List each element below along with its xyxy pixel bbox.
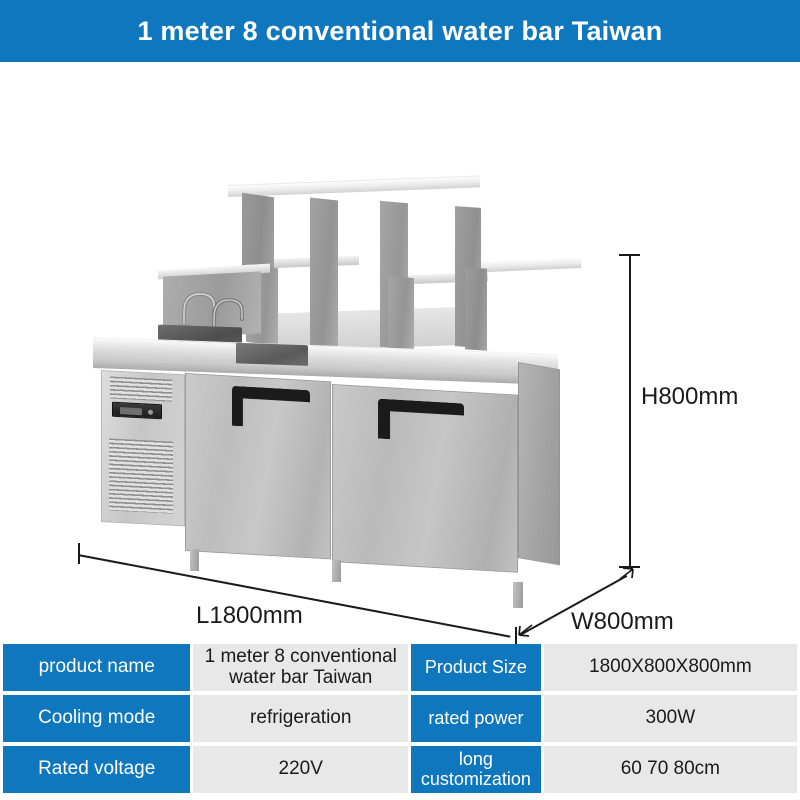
spec-value-long-customization: 60 70 80cm <box>543 746 797 793</box>
spec-label-cooling-mode: Cooling mode <box>3 695 191 742</box>
width-dimension-label: W800mm <box>571 608 674 635</box>
spec-label-product-size: Product Size <box>411 644 541 691</box>
vent-louvers-upper <box>110 376 172 402</box>
width-dimension-arrow-left <box>518 622 534 638</box>
table-row: Cooling mode refrigeration rated power 3… <box>3 695 797 742</box>
spec-label-rated-power: rated power <box>411 695 541 742</box>
spec-label-long-customization: long customization <box>411 746 541 793</box>
temperature-display <box>120 407 142 416</box>
specification-table: product name 1 meter 8 conventional wate… <box>0 640 800 797</box>
page-title: 1 meter 8 conventional water bar Taiwan <box>137 15 663 46</box>
cabinet-right-side-panel <box>518 362 560 566</box>
temperature-control-panel <box>112 401 162 420</box>
power-led-icon <box>148 409 153 415</box>
cabinet-leg-3 <box>513 582 523 608</box>
height-dimension-line <box>629 254 631 567</box>
product-photo: H800mm L1800mm W800mm <box>0 62 800 648</box>
height-dimension-label: H800mm <box>641 383 739 410</box>
spec-value-product-name: 1 meter 8 conventional water bar Taiwan <box>193 644 409 691</box>
length-dimension-cap-left <box>78 543 80 564</box>
spec-value-rated-voltage: 220V <box>193 746 409 793</box>
cabinet-leg-1 <box>190 549 199 571</box>
length-dimension-cap-right <box>515 627 517 648</box>
shelf-divider-2 <box>310 197 338 349</box>
cabinet-leg-2 <box>332 560 341 582</box>
height-dimension-cap-bottom <box>619 566 640 568</box>
overshelf-top-surface <box>228 175 480 197</box>
shelf-divider-1 <box>242 192 274 272</box>
width-dimension-arrow-right <box>618 566 634 582</box>
shelf-divider-6 <box>388 275 414 351</box>
table-row: Rated voltage 220V long customization 60… <box>3 746 797 793</box>
shelf-divider-7 <box>465 267 487 351</box>
spec-label-product-name: product name <box>3 644 191 691</box>
spec-value-rated-power: 300W <box>543 695 797 742</box>
table-row: product name 1 meter 8 conventional wate… <box>3 644 797 691</box>
height-dimension-cap-top <box>619 254 640 256</box>
spec-label-rated-voltage: Rated voltage <box>3 746 191 793</box>
length-dimension-label: L1800mm <box>196 602 303 629</box>
spec-value-cooling-mode: refrigeration <box>193 695 409 742</box>
page-header-banner: 1 meter 8 conventional water bar Taiwan <box>0 0 800 62</box>
vent-louvers-lower <box>109 438 173 514</box>
spec-value-product-size: 1800X800X800mm <box>543 644 797 691</box>
